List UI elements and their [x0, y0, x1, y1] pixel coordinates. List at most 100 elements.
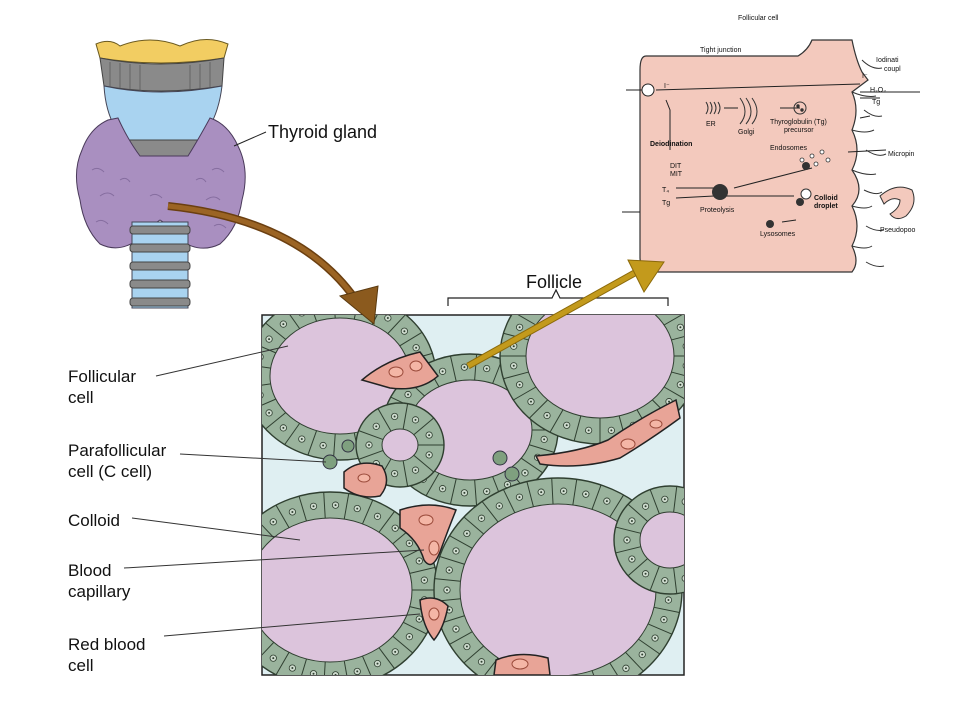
nucleolus [485, 490, 488, 493]
inset-label-colloid-droplet-2: droplet [814, 203, 838, 210]
cell-detail-inset: Follicular cell Tight junction Iodinati … [622, 15, 920, 292]
nucleolus [463, 491, 466, 494]
cell-boundary [609, 494, 625, 518]
cell-boundary [262, 366, 271, 369]
nucleolus [685, 345, 687, 347]
nucleolus [711, 529, 713, 531]
nucleolus [356, 670, 359, 673]
organelles [705, 97, 807, 125]
label-follicle: Follicle [526, 272, 583, 292]
label-blood-capillary-line2: capillary [68, 582, 131, 601]
nucleolus [529, 400, 532, 403]
thyroid-gland-illustration [76, 39, 267, 309]
cell-boundary [362, 499, 374, 525]
label-follicular-cell-line1: Follicular [68, 367, 137, 386]
nucleolus [480, 660, 483, 663]
nucleolus [237, 609, 239, 611]
proteolysis-vesicle [712, 184, 728, 200]
nucleolus [414, 418, 417, 421]
cell-boundary [573, 415, 582, 442]
nucleolus [540, 687, 542, 689]
inset-label-mit: MIT [670, 171, 683, 178]
cell-boundary [463, 516, 484, 535]
nucleolus [376, 662, 379, 665]
cell-boundary [647, 623, 673, 635]
nucleolus [386, 316, 389, 319]
pseudopod [879, 186, 915, 220]
cell-boundary [223, 579, 249, 582]
nucleolus [652, 295, 654, 297]
inset-label-lysosomes: Lysosomes [760, 231, 796, 238]
cell-nucleus [538, 685, 544, 691]
nucleolus [679, 383, 682, 386]
cell-boundary [413, 417, 435, 436]
nucleolus [428, 434, 431, 437]
nucleolus [605, 500, 608, 503]
cell-boundary [358, 430, 384, 440]
nucleolus [630, 558, 633, 561]
nucleolus [518, 496, 521, 499]
cell-nucleus [528, 307, 534, 313]
nucleolus [685, 365, 687, 367]
cell-boundary [627, 503, 648, 522]
nucleolus [322, 305, 324, 307]
microscopic-view [223, 293, 715, 702]
inset-label-thyroglobulin-1: Thyroglobulin (Tg) [770, 119, 827, 126]
cell-boundary [687, 496, 702, 517]
label-parafollicular-line2: cell (C cell) [68, 462, 153, 481]
cell-boundary [663, 386, 684, 400]
cell-boundary [262, 642, 275, 656]
inset-label-tg-left: Tg [662, 200, 670, 207]
nucleolus [448, 608, 451, 611]
label-red-blood-cell-line2: cell [68, 656, 94, 675]
cell-boundary [449, 478, 457, 505]
nucleolus [562, 490, 565, 493]
nucleolus [423, 579, 426, 582]
nucleolus [244, 551, 246, 553]
cell-nucleus [699, 510, 705, 516]
cell-boundary [362, 655, 372, 675]
cell-nucleus [681, 498, 684, 506]
cell-nucleus [650, 293, 656, 299]
cell-boundary [413, 454, 435, 473]
nucleolus [543, 438, 546, 441]
inset-label-tight-junction: Tight junction [700, 47, 741, 54]
cell-boundary [378, 647, 395, 669]
nucleolus [368, 444, 370, 446]
nucleolus [408, 635, 411, 638]
nucleolus [334, 504, 337, 507]
cell-boundary [520, 457, 543, 474]
cell-boundary [474, 479, 478, 506]
cell-boundary [377, 408, 392, 432]
cell-boundary [532, 673, 534, 675]
larynx-cartilage [99, 57, 225, 92]
nucleolus [312, 505, 315, 508]
nucleolus [300, 438, 303, 441]
nucleolus [641, 653, 644, 656]
cell-boundary [284, 423, 301, 445]
nucleolus [256, 644, 258, 646]
cell-boundary [262, 524, 275, 538]
nucleolus [485, 367, 488, 370]
nucleolus [523, 471, 526, 474]
cell-boundary [552, 676, 553, 702]
label-blood-capillary-line1: Blood [68, 561, 112, 580]
label-thyroid-gland: Thyroid gland [268, 122, 378, 142]
inset-label-proteolysis: Proteolysis [700, 207, 735, 214]
leader-lines [123, 345, 425, 637]
cell-nucleus [262, 353, 264, 360]
label-parafollicular-line1: Parafollicular [68, 441, 167, 460]
cell-boundary [591, 484, 602, 510]
inset-label-iodination-1: Iodinati [876, 57, 899, 64]
nucleolus [498, 504, 501, 507]
nucleolus [291, 510, 294, 513]
cell-nucleus [262, 392, 264, 399]
nucleolus [334, 673, 337, 675]
nucleolus [546, 414, 549, 417]
cell-nucleus [242, 625, 248, 631]
nucleolus [480, 517, 483, 520]
cell-boundary [313, 315, 318, 322]
cell-nucleus [254, 532, 260, 538]
cell-nucleus [709, 547, 715, 553]
cell-boundary [625, 651, 644, 672]
